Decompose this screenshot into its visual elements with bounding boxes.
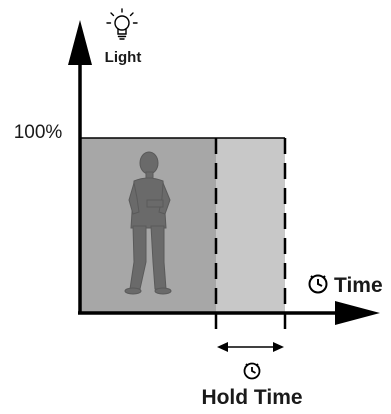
person-figure-icon (124, 151, 172, 295)
lightbulb-icon (106, 8, 138, 40)
y-axis-label: Light (105, 49, 142, 66)
y-axis-arrowhead (68, 20, 92, 65)
hold-clock-icon (243, 362, 261, 380)
x-axis-label: Time (334, 274, 383, 297)
hold-time-region (216, 138, 285, 313)
x-axis-arrowhead (335, 301, 380, 325)
hold-time-span-arrow (217, 342, 284, 352)
level-label: 100% (14, 122, 63, 143)
hold-time-label: Hold Time (201, 386, 302, 409)
clock-icon (308, 274, 328, 294)
